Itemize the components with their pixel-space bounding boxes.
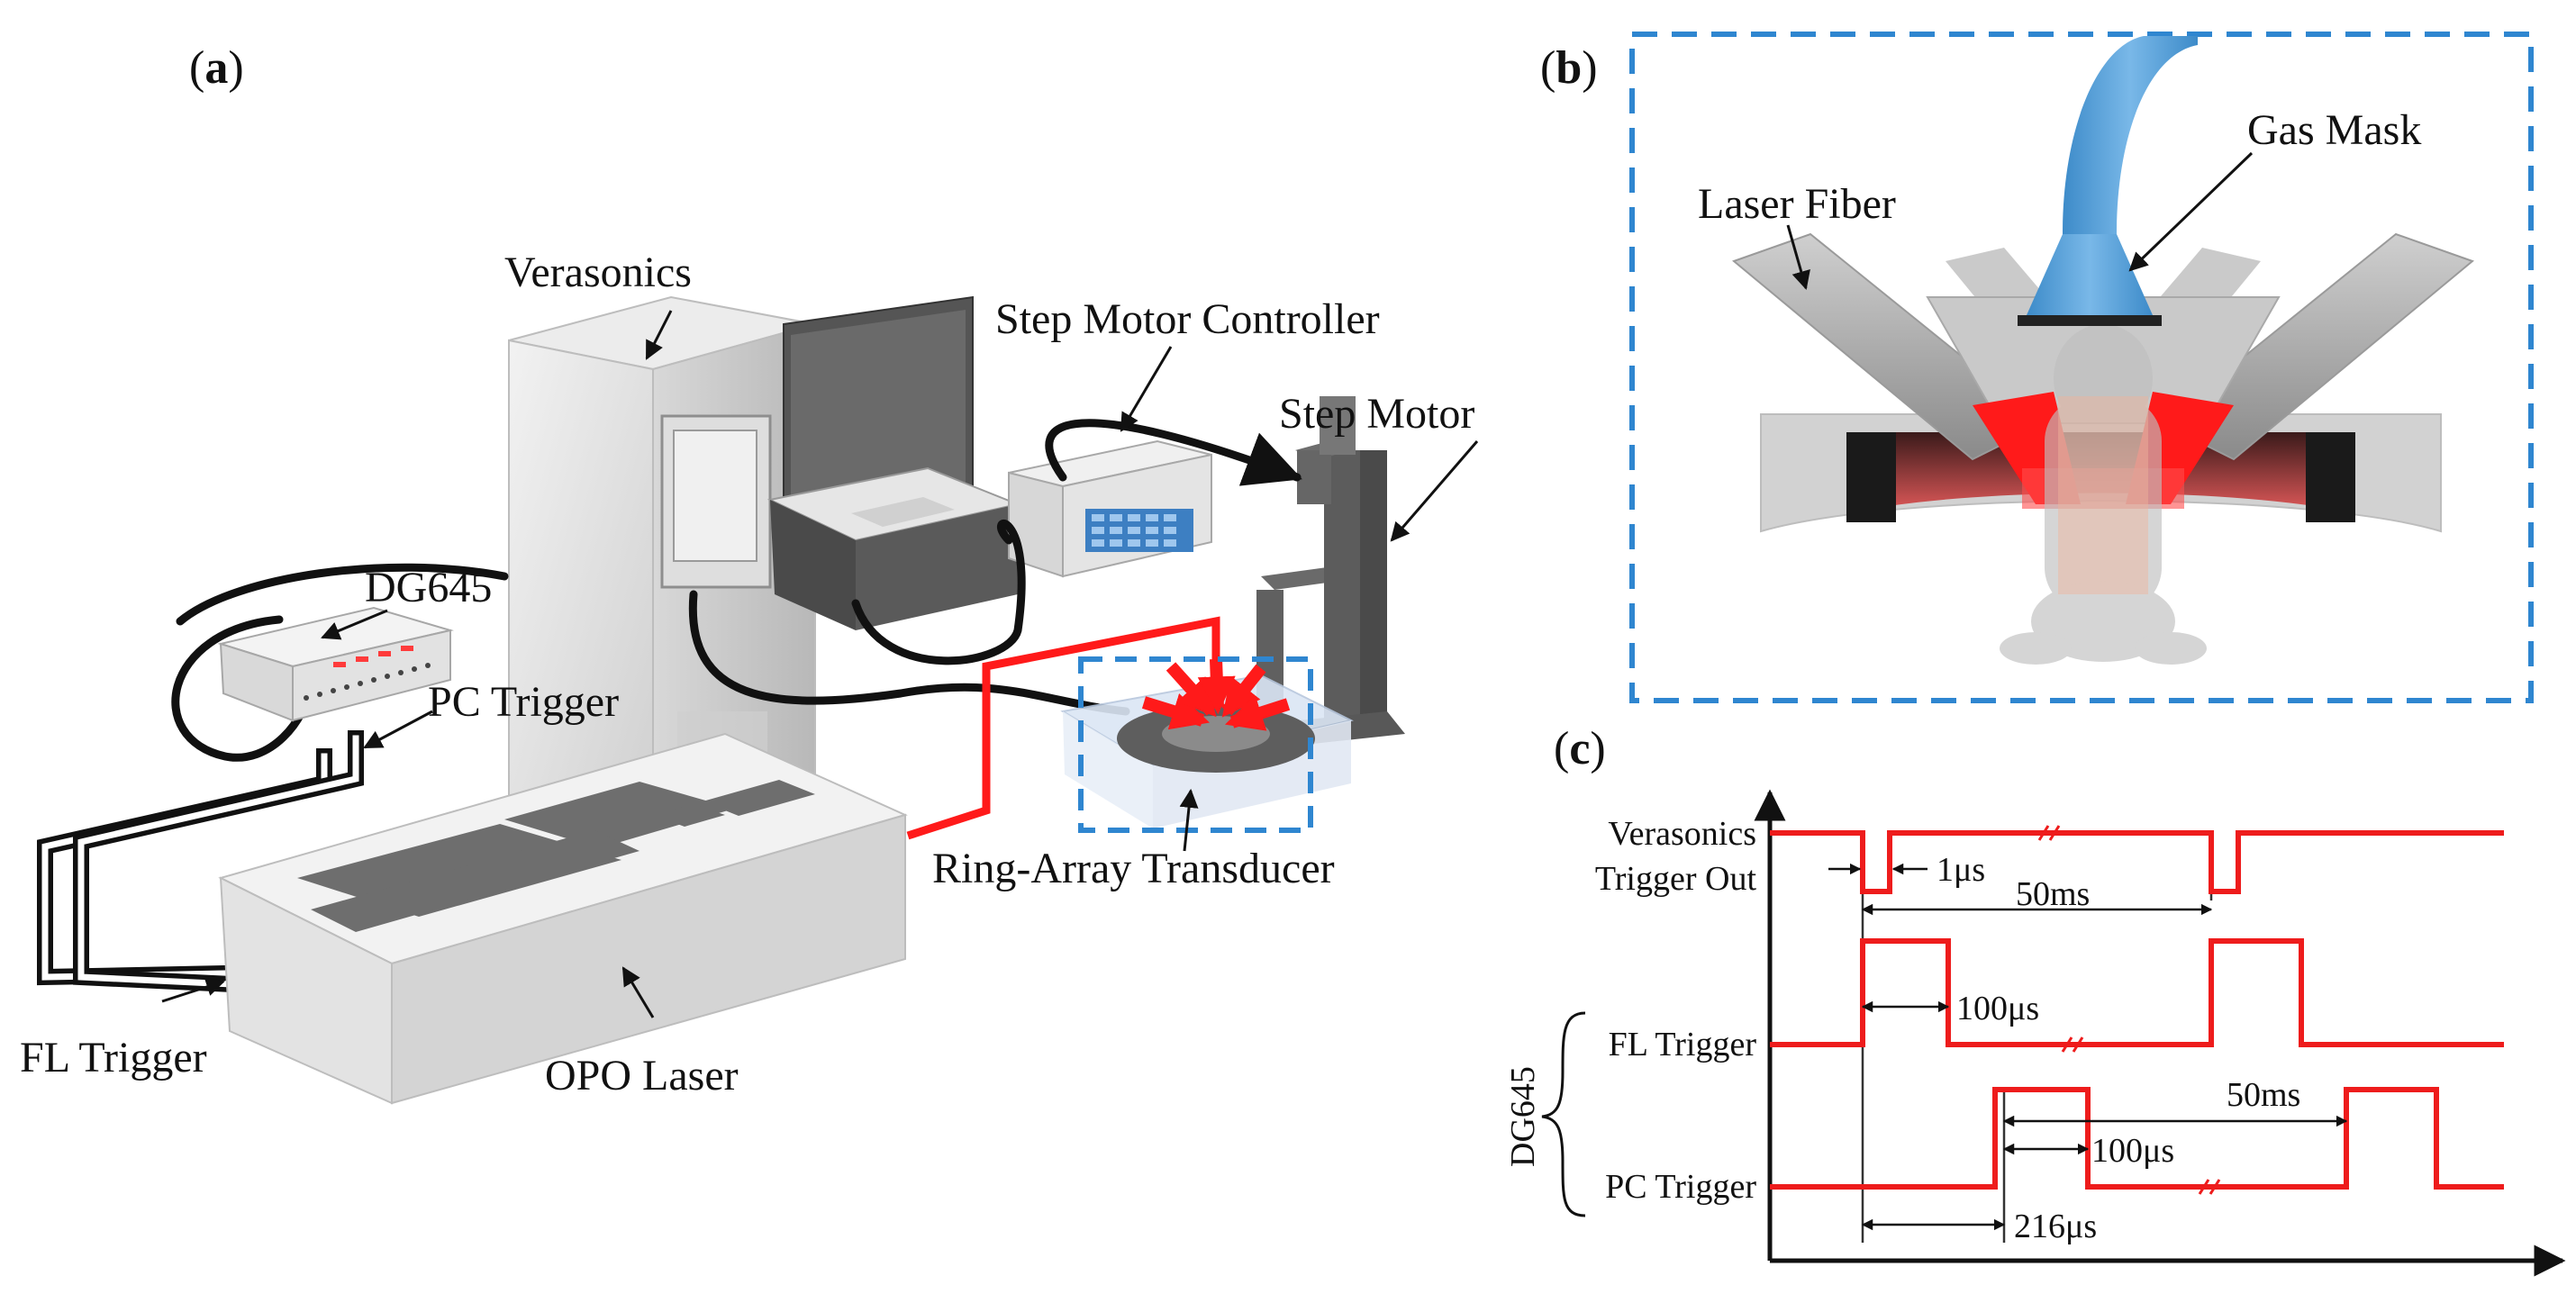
timing-signals xyxy=(1770,830,2504,1190)
label-dg645: DG645 xyxy=(365,564,492,611)
label-step-motor: Step Motor xyxy=(1279,390,1474,438)
dg645-brace xyxy=(1541,1011,1586,1217)
panel-a: (a) xyxy=(20,42,1479,1105)
label-opo-laser: OPO Laser xyxy=(545,1052,739,1099)
signal-label-fl-trigger: FL Trigger xyxy=(1609,1026,1757,1063)
signal-label-verasonics: Verasonics xyxy=(1608,815,1756,853)
signal-label-trigger-out: Trigger Out xyxy=(1595,860,1757,898)
panel-b-label: (b) xyxy=(1540,42,1598,94)
label-gas-mask: Gas Mask xyxy=(2247,106,2421,154)
gas-mask xyxy=(2018,36,2198,326)
panel-b: (b) xyxy=(1540,32,2534,703)
annotation-1us: 1μs xyxy=(1937,851,1985,889)
trigger-cables xyxy=(37,730,364,995)
panel-c-label: (c) xyxy=(1554,723,1606,774)
verasonics-trigger-out-waveform xyxy=(1770,830,2504,894)
verasonics-tower xyxy=(508,295,816,866)
panel-b-pointer-arrows xyxy=(1786,151,2254,291)
label-step-motor-controller: Step Motor Controller xyxy=(995,295,1380,343)
opo-laser xyxy=(218,732,908,1105)
break-marks xyxy=(2037,825,2221,1195)
annotation-100us-fl: 100μs xyxy=(1956,990,2039,1027)
ring-array-assembly xyxy=(1060,658,1354,828)
label-verasonics: Verasonics xyxy=(504,249,692,296)
label-ring-array-transducer: Ring-Array Transducer xyxy=(932,845,1335,892)
annotation-216us: 216μs xyxy=(2014,1208,2097,1245)
group-label-dg645: DG645 xyxy=(1504,1066,1542,1167)
label-pc-trigger: PC Trigger xyxy=(428,678,619,726)
annotation-50ms-top: 50ms xyxy=(2016,875,2090,913)
pointer-arrows xyxy=(161,310,1479,1018)
pc-base xyxy=(766,466,1021,630)
label-laser-fiber: Laser Fiber xyxy=(1698,180,1896,228)
pc-trigger-waveform xyxy=(1770,1087,2504,1190)
panel-c: (c) xyxy=(1504,723,2566,1277)
cables xyxy=(171,419,1302,762)
laser-beam-path xyxy=(906,616,1220,840)
ring-array-dashed-box xyxy=(1078,656,1313,833)
timing-annotation-arrows xyxy=(1828,863,2348,1231)
label-fl-trigger: FL Trigger xyxy=(20,1034,207,1081)
fl-trigger-waveform xyxy=(1770,938,2504,1047)
panel-a-label: (a) xyxy=(189,42,244,94)
annotation-50ms-pc: 50ms xyxy=(2227,1076,2300,1114)
step-motor-controller xyxy=(1008,439,1212,578)
signal-label-pc-trigger: PC Trigger xyxy=(1605,1168,1756,1206)
panel-b-dashed-frame xyxy=(1629,32,2534,703)
annotation-100us-pc: 100μs xyxy=(2091,1132,2174,1170)
mouse-silhouette xyxy=(2000,324,2207,665)
